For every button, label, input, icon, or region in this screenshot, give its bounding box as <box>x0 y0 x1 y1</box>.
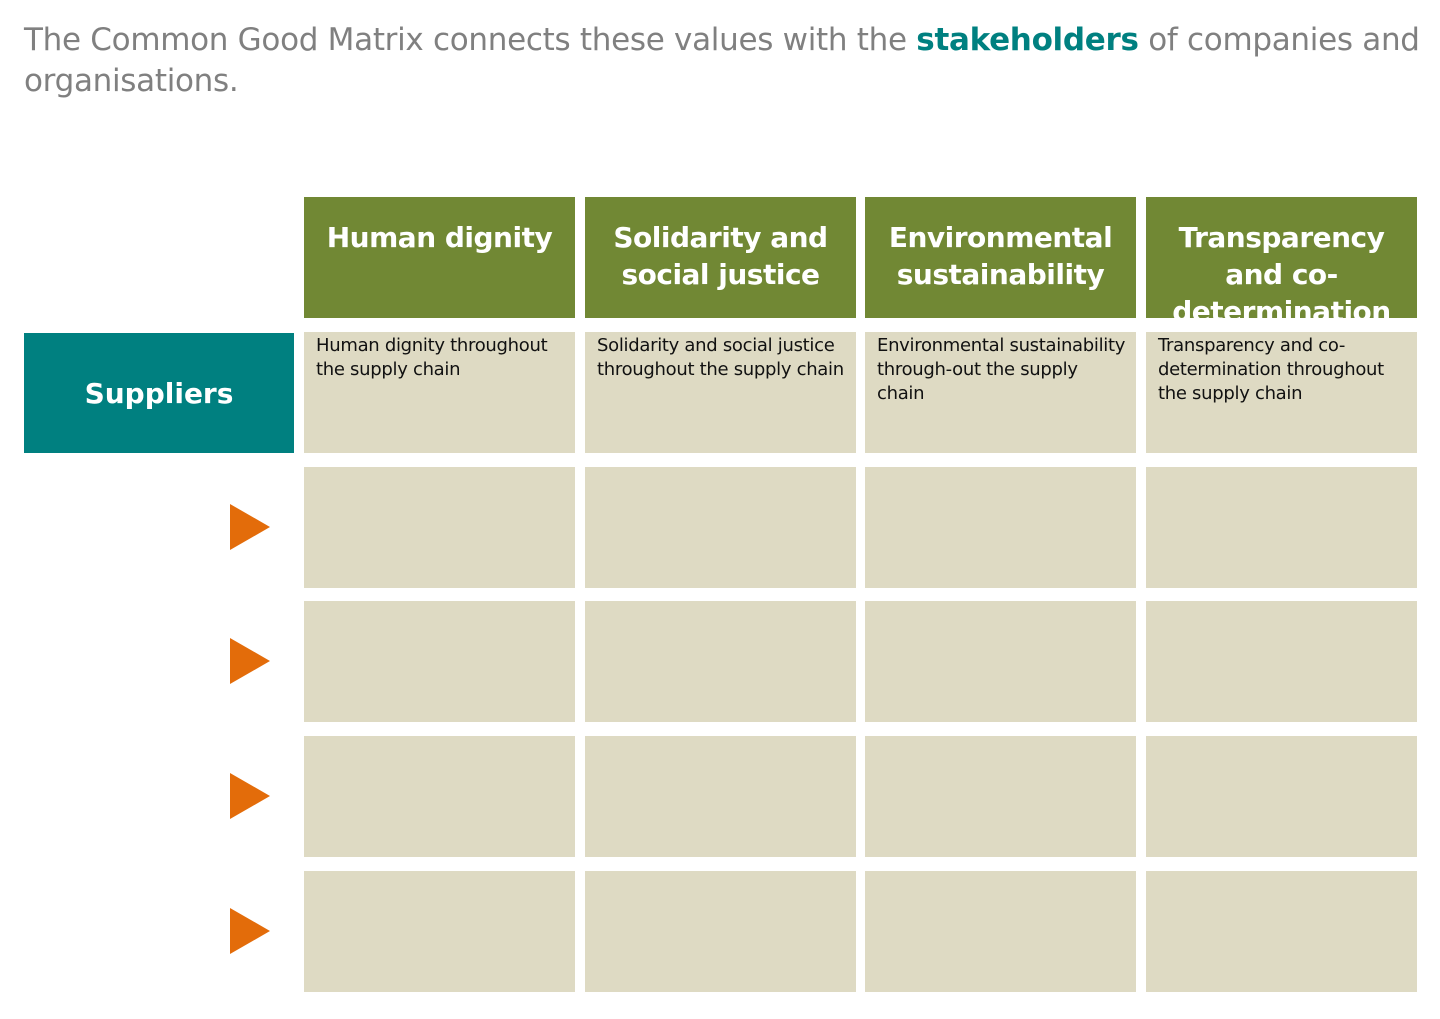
arrow-right-icon <box>230 773 270 819</box>
matrix-cell <box>304 871 575 992</box>
matrix-cell <box>304 736 575 857</box>
value-header: Environmental sustainability <box>865 197 1136 318</box>
matrix-cell: Solidarity and social justice throughout… <box>585 332 856 453</box>
matrix-cell <box>865 871 1136 992</box>
arrow-right-icon <box>230 638 270 684</box>
matrix-cell <box>865 467 1136 588</box>
matrix-cell <box>1146 871 1417 992</box>
matrix-cell <box>865 736 1136 857</box>
matrix-cell: Human dignity throughout the supply chai… <box>304 332 575 453</box>
matrix-cell: Environmental sustainability through-out… <box>865 332 1136 453</box>
matrix-cell <box>1146 601 1417 722</box>
matrix-cell <box>1146 467 1417 588</box>
matrix-cell <box>585 736 856 857</box>
intro-text-start: The Common Good Matrix connects these va… <box>24 22 917 58</box>
value-header: Human dignity <box>304 197 575 318</box>
stakeholders-highlight: stakeholders <box>916 22 1139 58</box>
stakeholder-suppliers: Suppliers <box>24 333 294 453</box>
matrix-cell <box>585 601 856 722</box>
matrix-cell <box>585 467 856 588</box>
intro-text: The Common Good Matrix connects these va… <box>24 20 1424 102</box>
matrix-cell <box>304 467 575 588</box>
matrix-cell <box>304 601 575 722</box>
value-header: Transparency and co-determination <box>1146 197 1417 328</box>
value-header: Solidarity and social justice <box>585 197 856 318</box>
arrow-right-icon <box>230 504 270 550</box>
matrix-cell <box>585 871 856 992</box>
matrix-cell <box>1146 736 1417 857</box>
matrix-cell <box>865 601 1136 722</box>
intro-text-end: of companies and organisations. <box>24 22 1420 99</box>
matrix-cell: Transparency and co-determination throug… <box>1146 332 1417 453</box>
arrow-right-icon <box>230 908 270 954</box>
